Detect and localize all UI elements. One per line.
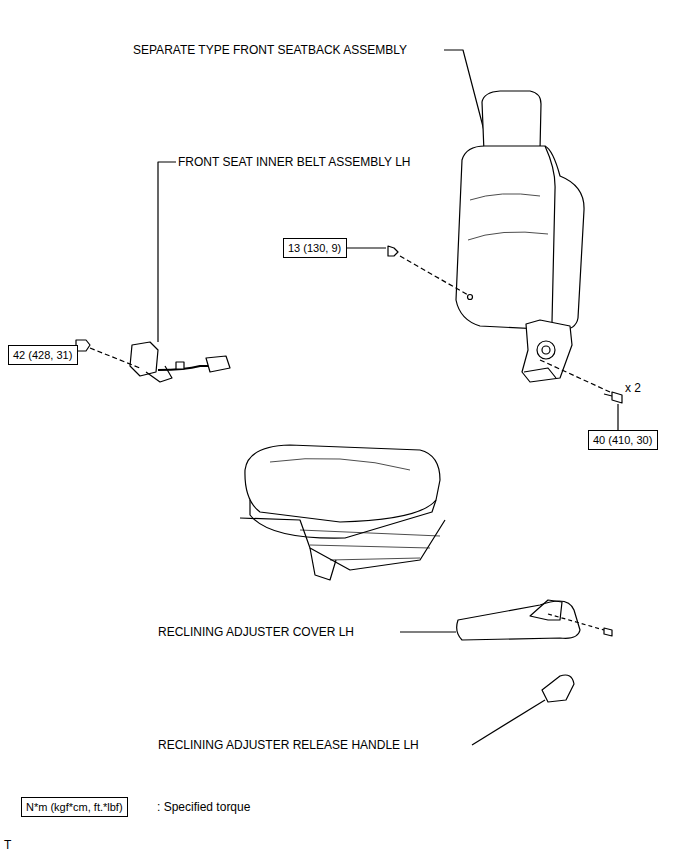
part-name: RECLINING ADJUSTER RELEASE HANDLE LH [157, 738, 420, 752]
torque-value: N*m (kgf*cm, ft.*lbf) [22, 798, 127, 816]
legend-unit-box: N*m (kgf*cm, ft.*lbf) [21, 797, 128, 817]
part-name: RECLINING ADJUSTER COVER LH [157, 625, 355, 639]
legend-note: : Specified torque [156, 800, 251, 814]
torque-value: 40 (410, 30) [589, 431, 657, 449]
quantity-note: x 2 [624, 381, 642, 395]
torque-value: 13 (130, 9) [284, 239, 346, 257]
part-name: SEPARATE TYPE FRONT SEATBACK ASSEMBLY [132, 43, 408, 57]
figure-mark: T [3, 838, 12, 852]
torque-box: 13 (130, 9) [283, 238, 347, 258]
torque-box: 40 (410, 30) [588, 430, 658, 450]
part-name: FRONT SEAT INNER BELT ASSEMBLY LH [177, 155, 412, 169]
torque-value: 42 (428, 31) [9, 346, 77, 364]
torque-box: 42 (428, 31) [8, 345, 78, 365]
